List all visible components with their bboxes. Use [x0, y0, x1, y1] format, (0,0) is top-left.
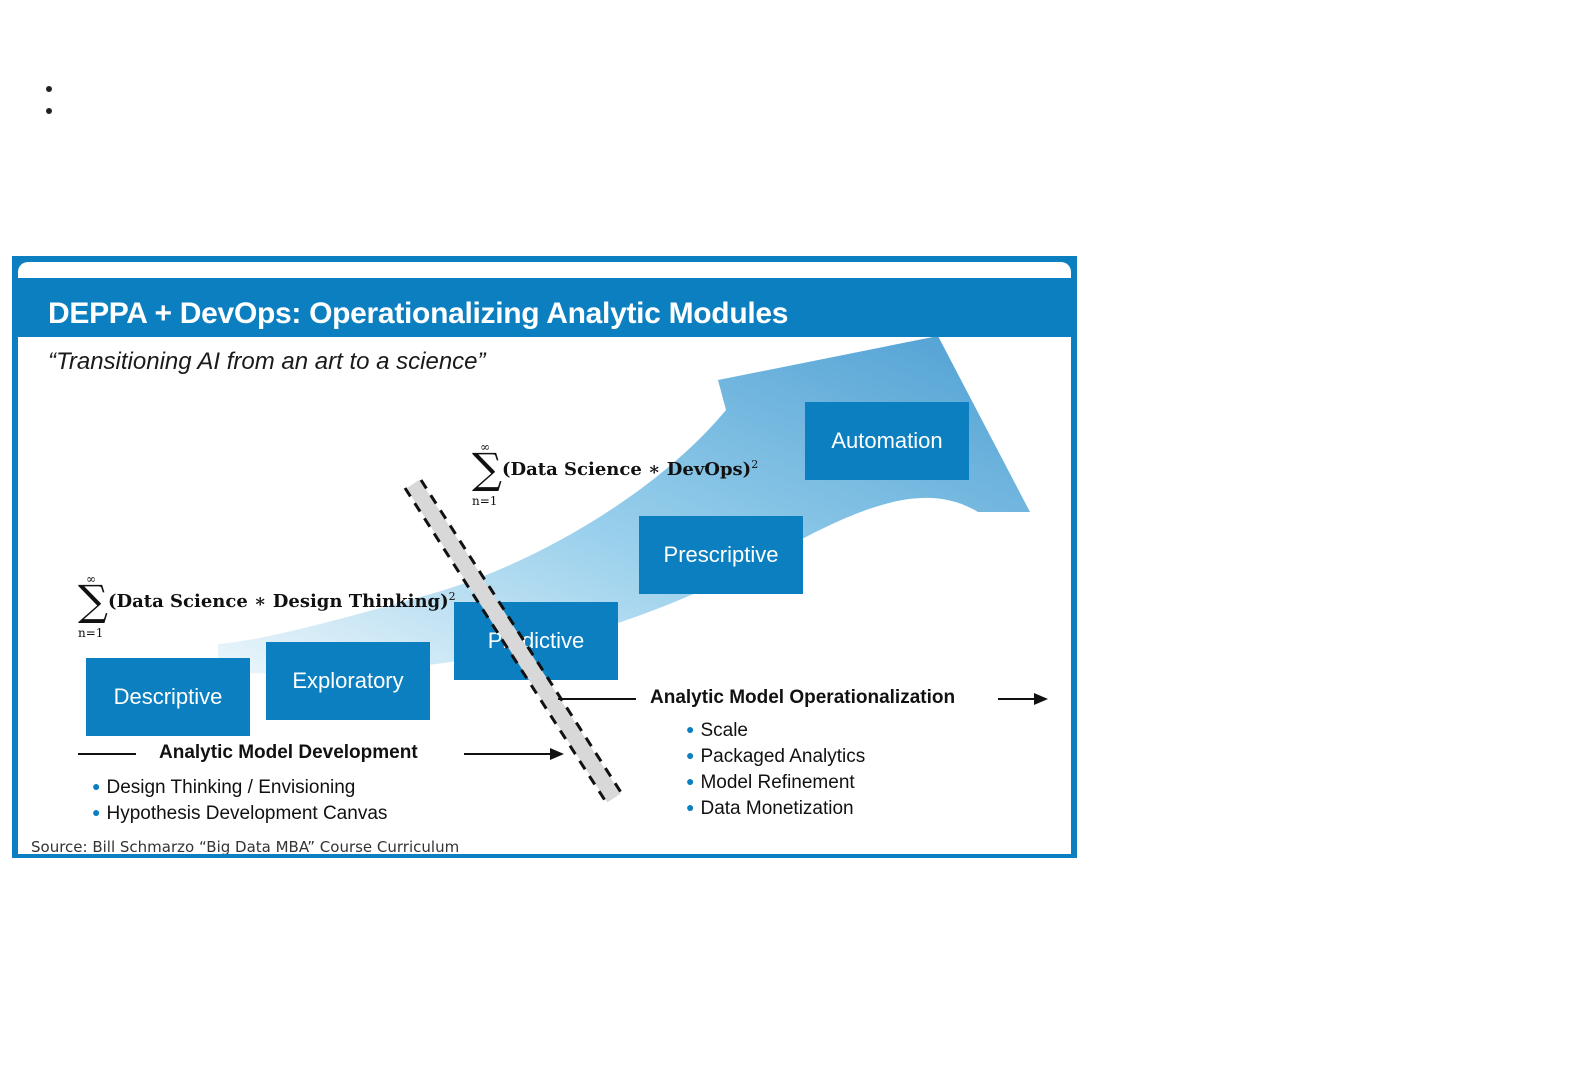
list-item: ●Data Monetization [686, 798, 854, 819]
phase-divider-dashes-left [403, 487, 608, 803]
list-item: ●Model Refinement [686, 772, 855, 793]
operationalization-label: Analytic Model Operationalization [650, 687, 956, 708]
bullet-icon: ● [92, 804, 101, 820]
list-item: ●Scale [686, 720, 748, 741]
formula-upper-limit: ∞ [480, 440, 490, 454]
slide-subtitle: “Transitioning AI from an art to a scien… [48, 348, 486, 375]
list-item: ●Design Thinking / Envisioning [92, 777, 356, 798]
empty-bullet [46, 86, 52, 92]
bullet-icon: ● [92, 778, 101, 794]
list-item: ●Hypothesis Development Canvas [92, 803, 388, 824]
formula-expression: (Data Science ∗ Design Thinking)2 [108, 590, 456, 612]
bullet-icon: ● [686, 799, 695, 815]
operationalization-line-right [998, 698, 1034, 700]
title-bar [18, 278, 1071, 337]
formula-lower-limit: n=1 [78, 626, 104, 640]
bullet-icon: ● [686, 721, 695, 737]
development-bullets: ●Design Thinking / Envisioning ●Hypothes… [92, 774, 387, 826]
development-arrowhead-icon [550, 748, 564, 760]
phase-divider-dashes-right [419, 479, 624, 795]
development-line-left [78, 753, 136, 755]
phase-divider [403, 479, 624, 803]
phase-divider-band [406, 479, 621, 803]
formula-lower-limit: n=1 [472, 494, 498, 508]
slide-title: DEPPA + DevOps: Operationalizing Analyti… [48, 297, 789, 330]
development-line-right [464, 753, 552, 755]
empty-bullet [46, 108, 52, 114]
sigma-icon: ∑ [78, 576, 108, 625]
empty-bullet-list [46, 86, 52, 130]
bullet-icon: ● [686, 747, 695, 763]
slide-canvas: DEPPA + DevOps: Operationalizing Analyti… [18, 262, 1071, 854]
stage-descriptive: Descriptive [86, 658, 250, 736]
development-label: Analytic Model Development [159, 742, 418, 763]
sigma-icon: ∑ [472, 444, 502, 493]
operationalization-bullets: ●Scale ●Packaged Analytics ●Model Refine… [686, 717, 865, 821]
stage-exploratory: Exploratory [266, 642, 430, 720]
list-item: ●Packaged Analytics [686, 746, 866, 767]
formula-expression: (Data Science ∗ DevOps)2 [502, 458, 759, 480]
operationalization-arrowhead-icon [1034, 693, 1048, 705]
operationalization-line-left [558, 698, 636, 700]
bullet-icon: ● [686, 773, 695, 789]
source-credit: Source: Bill Schmarzo “Big Data MBA” Cou… [31, 838, 460, 854]
stage-automation: Automation [805, 402, 969, 480]
deppa-devops-slide: DEPPA + DevOps: Operationalizing Analyti… [12, 256, 1077, 858]
stage-prescriptive: Prescriptive [639, 516, 803, 594]
formula-upper-limit: ∞ [86, 572, 96, 586]
